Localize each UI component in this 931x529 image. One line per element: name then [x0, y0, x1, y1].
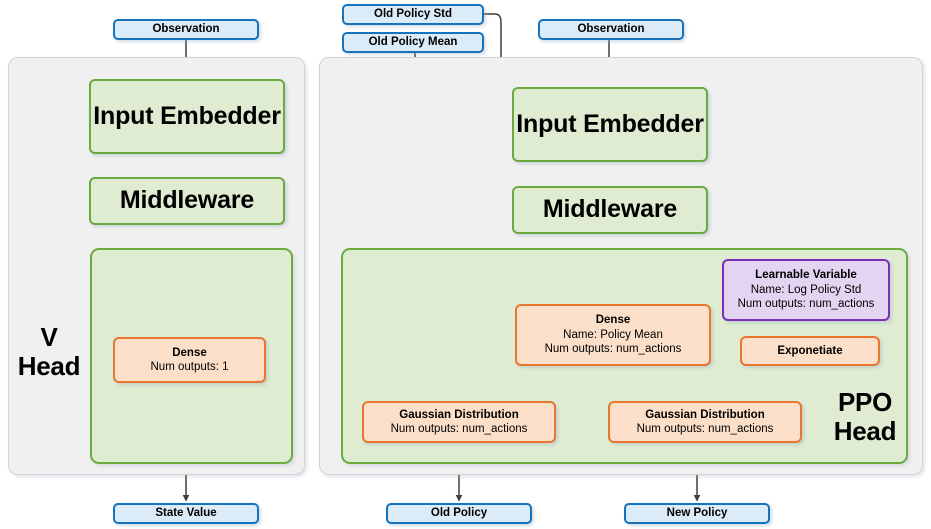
v-head-label: V Head	[12, 322, 86, 382]
input-observation-right-label: Observation	[577, 23, 645, 36]
v-head-label-line1: V	[40, 322, 58, 352]
ppo-gaussian-new-title: Gaussian Distribution	[645, 408, 765, 421]
ppo-learnable-variable[interactable]: Learnable Variable Name: Log Policy Std …	[722, 259, 890, 321]
output-new-policy[interactable]: New Policy	[624, 503, 770, 524]
input-old-policy-std-label: Old Policy Std	[374, 8, 452, 21]
ppo-head-label: PPO Head	[820, 387, 910, 447]
v-middleware[interactable]: Middleware	[89, 177, 285, 225]
ppo-learnable-num-outputs: Num outputs: num_actions	[737, 298, 875, 311]
v-dense-title: Dense	[172, 346, 207, 359]
v-input-embedder[interactable]: Input Embedder	[89, 79, 285, 154]
ppo-gaussian-old-title: Gaussian Distribution	[399, 408, 519, 421]
v-dense-num-outputs: Num outputs: 1	[150, 361, 229, 373]
input-observation-right[interactable]: Observation	[538, 19, 684, 40]
ppo-middleware-label: Middleware	[542, 195, 678, 224]
ppo-learnable-name: Name: Log Policy Std	[750, 283, 862, 296]
output-old-policy[interactable]: Old Policy	[386, 503, 532, 524]
ppo-dense-title: Dense	[595, 314, 631, 327]
ppo-head-label-line1: PPO	[837, 387, 892, 417]
ppo-gaussian-new[interactable]: Gaussian Distribution Num outputs: num_a…	[608, 401, 802, 443]
ppo-gaussian-old-num-outputs: Num outputs: num_actions	[390, 423, 528, 435]
ppo-dense-num-outputs: Num outputs: num_actions	[544, 343, 682, 356]
v-middleware-label: Middleware	[119, 186, 255, 215]
output-old-policy-label: Old Policy	[430, 507, 488, 520]
ppo-input-embedder[interactable]: Input Embedder	[512, 87, 708, 162]
input-old-policy-mean-label: Old Policy Mean	[368, 36, 458, 49]
input-old-policy-std[interactable]: Old Policy Std	[342, 4, 484, 25]
ppo-gaussian-old[interactable]: Gaussian Distribution Num outputs: num_a…	[362, 401, 556, 443]
ppo-gaussian-new-num-outputs: Num outputs: num_actions	[636, 423, 774, 435]
ppo-exponentiate[interactable]: Exponetiate	[740, 336, 880, 366]
ppo-exponentiate-label: Exponetiate	[777, 344, 843, 357]
input-observation-left[interactable]: Observation	[113, 19, 259, 40]
ppo-dense-policy-mean[interactable]: Dense Name: Policy Mean Num outputs: num…	[515, 304, 711, 366]
output-state-value-label: State Value	[155, 507, 217, 520]
ppo-middleware[interactable]: Middleware	[512, 186, 708, 234]
output-new-policy-label: New Policy	[666, 507, 728, 520]
v-input-embedder-label: Input Embedder	[93, 101, 281, 130]
input-observation-left-label: Observation	[152, 23, 220, 36]
ppo-input-embedder-label: Input Embedder	[516, 109, 704, 138]
ppo-learnable-title: Learnable Variable	[755, 269, 857, 282]
ppo-dense-name: Name: Policy Mean	[563, 328, 663, 341]
v-head-label-line2: Head	[17, 351, 81, 382]
output-state-value[interactable]: State Value	[113, 503, 259, 524]
input-old-policy-mean[interactable]: Old Policy Mean	[342, 32, 484, 53]
ppo-head-label-line2: Head	[833, 416, 897, 447]
v-dense[interactable]: Dense Num outputs: 1	[113, 337, 266, 383]
